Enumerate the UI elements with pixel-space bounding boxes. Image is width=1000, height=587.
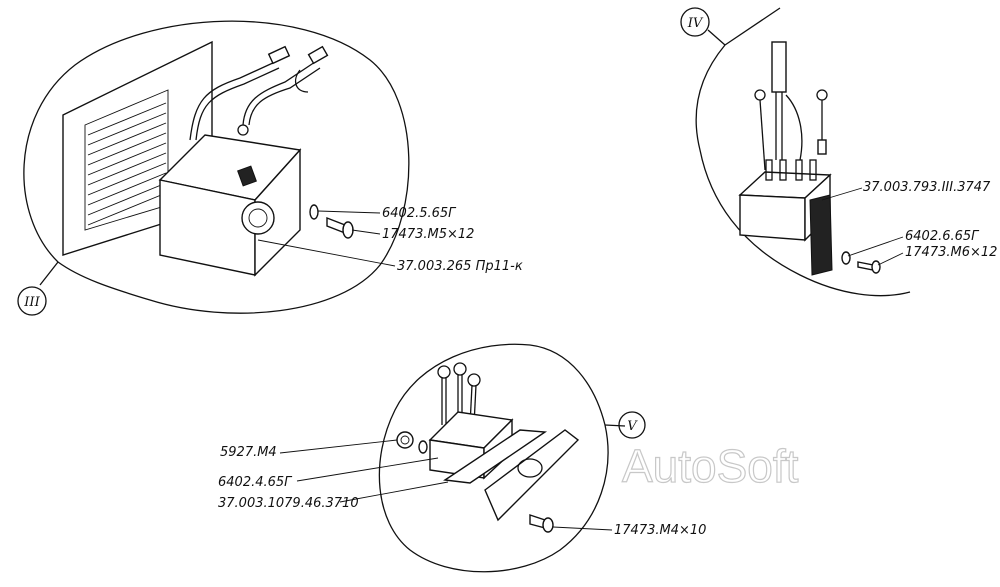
- washer-iv: [841, 251, 851, 265]
- label-screw-v: 17473.М4×10: [614, 523, 706, 538]
- view-v-label: V: [627, 419, 638, 434]
- screw-iii-shank: [326, 216, 346, 235]
- ring-terminal-v: [437, 365, 451, 379]
- washer-v: [418, 440, 428, 454]
- wire-terminal: [307, 45, 329, 65]
- ring-terminal-v: [467, 373, 481, 387]
- ring-terminal-iv: [816, 89, 828, 101]
- nut-v: [396, 431, 414, 449]
- heat-plate-iv: [809, 194, 833, 276]
- screw-iv-head: [871, 260, 881, 274]
- ring-terminal-v: [453, 362, 467, 376]
- rectifier-nozzle: [241, 201, 275, 235]
- leader-rectifier-iii: [257, 239, 396, 267]
- mount-plate-v: [443, 429, 548, 484]
- rectifier-side: [254, 148, 301, 277]
- iv-wires: [759, 92, 823, 171]
- leader-nut-v: [279, 439, 398, 454]
- wire-terminal: [267, 45, 291, 65]
- view-iv-leader: [724, 7, 781, 46]
- leader-rectifier-v: [339, 481, 449, 503]
- leader-screw-iv: [877, 252, 904, 266]
- label-washer-iv: 6402.6.65Г: [905, 229, 980, 244]
- label-screw-iv: 17473.М6×12: [905, 245, 997, 260]
- label-screw-iii: 17473.М5×12: [382, 227, 474, 242]
- view-iv-outline: [695, 44, 911, 297]
- main-cable: [771, 41, 787, 93]
- view-iv-label: IV: [687, 16, 704, 31]
- view-v-outline: [378, 343, 609, 573]
- rectifier-iv-terminals: [765, 159, 817, 181]
- iii-wires: [189, 61, 321, 141]
- label-washer-iii: 6402.5.65Г: [382, 206, 457, 221]
- panel-grille-lines: [87, 102, 167, 226]
- rectifier-iv-front: [739, 194, 806, 241]
- screw-v-head: [542, 517, 554, 533]
- leader-washer-v: [296, 457, 439, 482]
- view-v-badge: [618, 411, 646, 439]
- nut-v-hole: [400, 435, 410, 445]
- screw-iii-head: [342, 221, 354, 239]
- rectifier-clip: [237, 165, 257, 187]
- label-rectifier-iv: 37.003.793.III.3747: [863, 180, 991, 195]
- watermark: AutoSoft: [622, 440, 799, 492]
- view-iv-leader-2: [707, 29, 726, 46]
- wire-sleeve-iv: [817, 139, 827, 155]
- label-rectifier-v: 37.003.1079.46.3710: [218, 496, 359, 511]
- view-iv: IV 37.003.793.III.3747 6402.6.65Г 17: [680, 7, 997, 297]
- gasket-hole-v: [517, 458, 543, 478]
- leader-screw-v: [552, 526, 613, 531]
- view-v: V 5927.М4 6402.4.65Г 37.003.1079.46.: [218, 343, 706, 573]
- label-rectifier-iii: 37.003.265 Пр11-к: [397, 259, 523, 274]
- view-iii: III: [17, 20, 523, 316]
- leader-washer-iv: [847, 236, 904, 257]
- label-washer-v: 6402.4.65Г: [218, 475, 293, 490]
- view-iii-badge: [17, 286, 47, 316]
- view-iii-outline: [23, 20, 410, 314]
- washer-iii: [309, 204, 319, 220]
- ring-terminal-iv: [754, 89, 766, 101]
- view-iii-label: III: [23, 295, 40, 310]
- view-iii-leader: [39, 261, 59, 286]
- leader-screw-iii: [351, 229, 381, 235]
- screw-iv-shank: [857, 261, 874, 271]
- label-nut-v: 5927.М4: [220, 445, 277, 460]
- view-v-leader: [604, 424, 626, 427]
- view-iv-badge: [680, 7, 710, 37]
- gasket-plate-v: [484, 429, 580, 522]
- ring-terminal: [237, 124, 249, 136]
- leader-rectifier-iv: [821, 187, 863, 201]
- leader-washer-iii: [317, 210, 381, 214]
- rectifier-nozzle-inner: [248, 208, 268, 228]
